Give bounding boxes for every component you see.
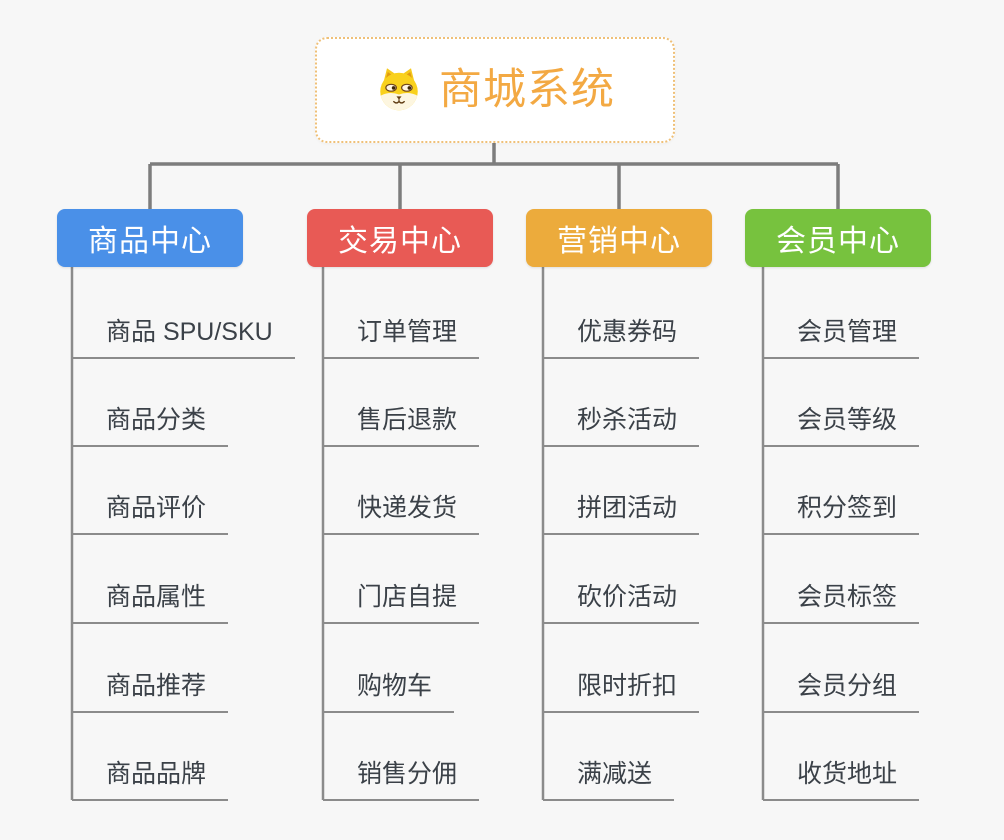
leaf-node[interactable]: 商品评价 [72, 493, 229, 535]
branch-label: 营销中心 [557, 225, 681, 258]
leaf-node[interactable]: 满减送 [543, 759, 675, 801]
leaf-node[interactable]: 售后退款 [323, 405, 480, 447]
leaf-node[interactable]: 秒杀活动 [543, 405, 700, 447]
leaf-node[interactable]: 砍价活动 [543, 582, 700, 624]
branch-label: 会员中心 [776, 225, 900, 258]
branch-marketing-center[interactable]: 营销中心 [526, 209, 712, 267]
leaf-node[interactable]: 订单管理 [323, 317, 480, 359]
root-node[interactable]: 商城系统 [315, 37, 675, 143]
leaf-node[interactable]: 购物车 [323, 671, 455, 713]
leaf-node[interactable]: 限时折扣 [543, 671, 700, 713]
branch-trade-center[interactable]: 交易中心 [307, 209, 493, 267]
leaf-node[interactable]: 会员等级 [763, 405, 920, 447]
leaf-node[interactable]: 快递发货 [323, 493, 480, 535]
root-title: 商城系统 [439, 65, 615, 114]
branch-label: 商品中心 [88, 225, 212, 258]
leaf-node[interactable]: 收货地址 [763, 759, 920, 801]
leaf-node[interactable]: 商品属性 [72, 582, 229, 624]
branch-label: 交易中心 [338, 225, 462, 258]
doge-icon [380, 68, 418, 111]
branch-member-center[interactable]: 会员中心 [745, 209, 931, 267]
leaf-node[interactable]: 积分签到 [763, 493, 920, 535]
leaf-node[interactable]: 商品品牌 [72, 759, 229, 801]
leaf-node[interactable]: 门店自提 [323, 582, 480, 624]
branch-product-center[interactable]: 商品中心 [57, 209, 243, 267]
leaf-node[interactable]: 会员管理 [763, 317, 920, 359]
leaf-node[interactable]: 商品 SPU/SKU [72, 317, 295, 359]
leaf-node[interactable]: 会员标签 [763, 582, 920, 624]
leaf-node[interactable]: 商品分类 [72, 405, 229, 447]
leaf-node[interactable]: 会员分组 [763, 671, 920, 713]
leaf-node[interactable]: 优惠券码 [543, 317, 700, 359]
leaf-node[interactable]: 拼团活动 [543, 493, 700, 535]
leaf-node[interactable]: 商品推荐 [72, 671, 229, 713]
leaf-node[interactable]: 销售分佣 [323, 759, 480, 801]
